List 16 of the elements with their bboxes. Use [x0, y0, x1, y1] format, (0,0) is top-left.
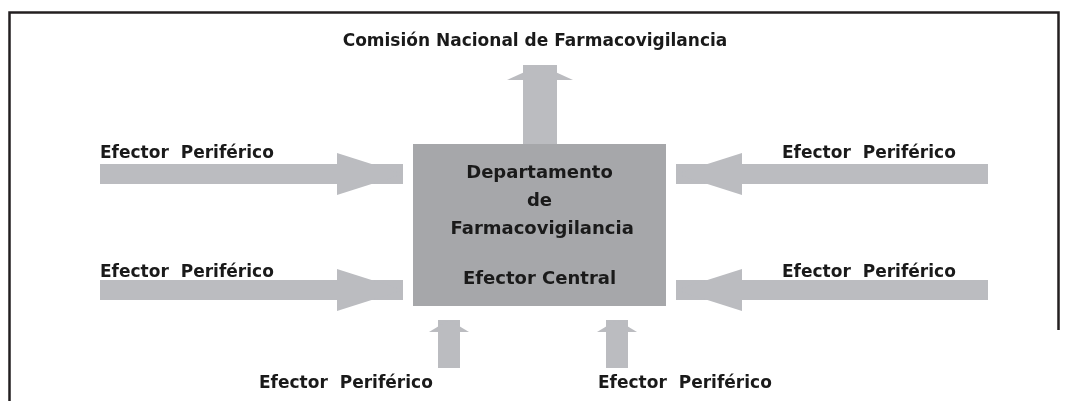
- block-arrow: [429, 320, 469, 368]
- node-label: Efector Periférico: [782, 261, 956, 281]
- node-label: Efector Periférico: [782, 142, 956, 162]
- block-arrow: [676, 269, 988, 311]
- node-label: Efector Periférico: [598, 372, 772, 392]
- node-label: Efector Periférico: [100, 261, 274, 281]
- node-label: Efector Periférico: [100, 142, 274, 162]
- block-arrow: [507, 65, 573, 144]
- block-arrow: [100, 153, 403, 195]
- process-box: [413, 144, 666, 306]
- block-arrow: [676, 153, 988, 195]
- box-subtitle: Efector Central: [461, 266, 618, 290]
- node-label: Efector Periférico: [259, 372, 433, 392]
- node-label: Comisión Nacional de Farmacovigilancia: [342, 30, 728, 50]
- block-arrow: [597, 320, 637, 368]
- block-arrow: [100, 269, 403, 311]
